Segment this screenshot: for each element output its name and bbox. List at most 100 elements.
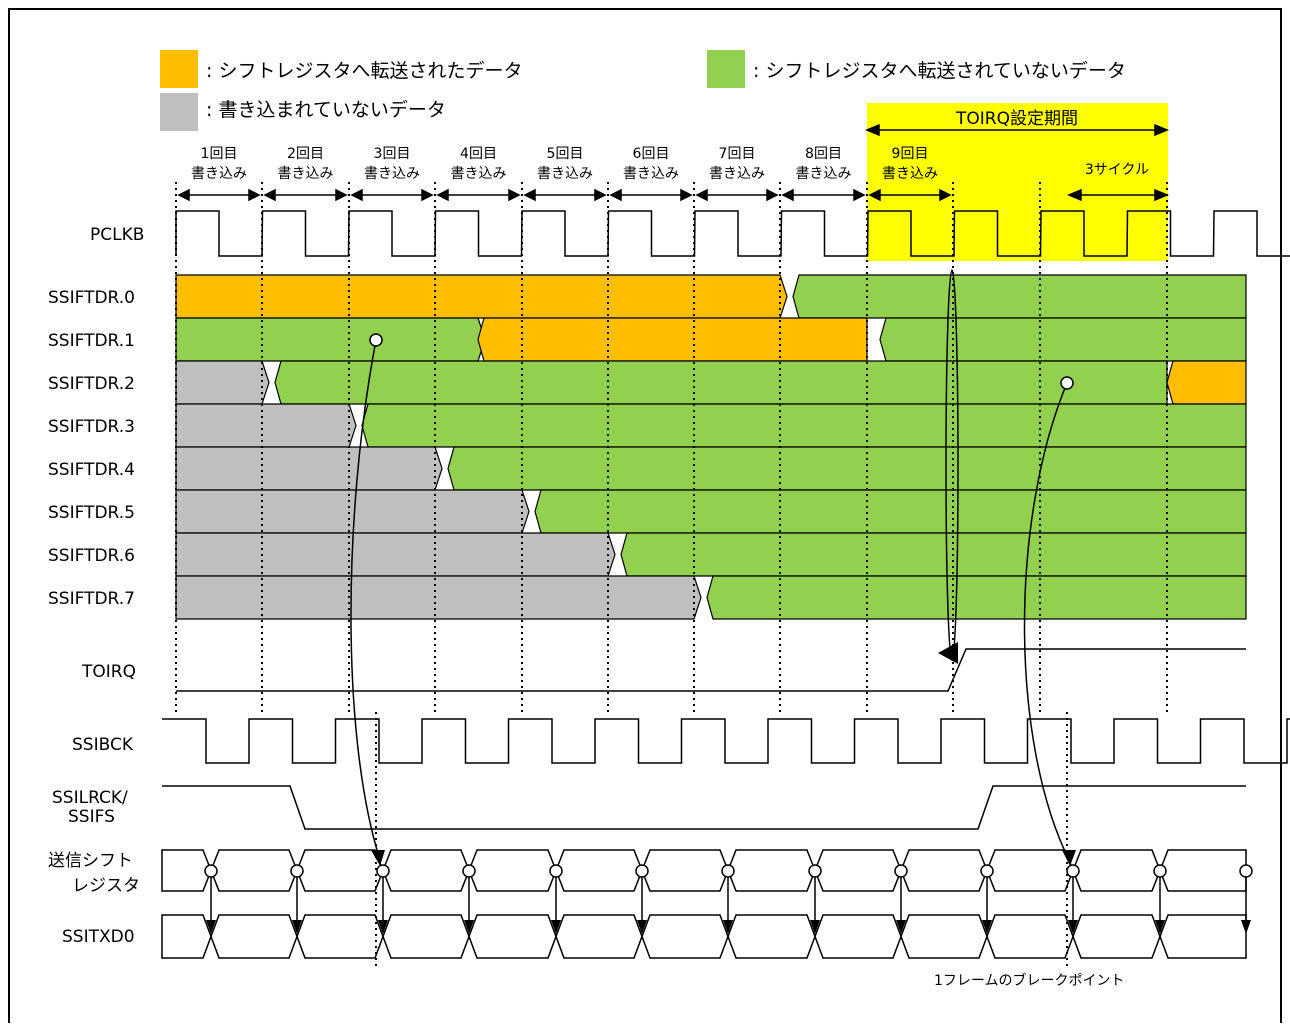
ssitxd0-label: SSITXD0: [62, 927, 135, 947]
legend-not-transferred-label: : シフトレジスタへ転送されていないデータ: [753, 60, 1126, 82]
shift-arrowhead: [292, 920, 302, 934]
write-number-label: 1回目: [201, 146, 238, 162]
ssitxd0-cell: [382, 914, 470, 959]
shift-register-label-line1: 送信シフト: [48, 851, 133, 871]
write-arrowhead-right: [421, 188, 434, 202]
write-number-label: 2回目: [287, 146, 324, 162]
ssitxd0-cell: [1159, 914, 1247, 959]
write-number-label: 9回目: [892, 146, 929, 162]
fifo-segment-not-transferred: [792, 274, 1247, 319]
shift-sample-circle: [376, 864, 390, 878]
ssibck-label: SSIBCK: [72, 735, 134, 755]
write-arrowhead-right: [248, 188, 261, 202]
write-arrowhead-right: [766, 188, 779, 202]
shift-register-cell: [900, 849, 988, 892]
fifo-row-label: SSIFTDR.4: [48, 460, 135, 480]
fifo-bars: [175, 274, 1247, 620]
transfer-curve-2: [1023, 382, 1070, 861]
legend-swatch-transferred: [160, 50, 198, 88]
write-interval-arrows: [177, 188, 952, 202]
fifo-segment-not-written: [175, 575, 702, 620]
fifo-segment-not-transferred: [361, 403, 1247, 448]
toirq-label: TOIRQ: [81, 662, 136, 682]
ssitxd0-cell: [900, 914, 988, 959]
fifo-segment-not-written: [175, 403, 357, 448]
fifo-row-label: SSIFTDR.2: [48, 374, 135, 394]
fifo-row-label: SSIFTDR.3: [48, 417, 135, 437]
shift-arrowhead: [378, 920, 388, 934]
shift-register-cell: [814, 849, 902, 892]
write-arrowhead-left: [609, 188, 622, 202]
ssilrck-waveform: [162, 785, 1246, 830]
fifo-segment-not-written: [175, 446, 443, 491]
ssitxd0-cell: [468, 914, 557, 959]
fifo-segment-not-transferred: [620, 532, 1247, 577]
write-arrowhead-left: [350, 188, 363, 202]
pclkb-label: PCLKB: [90, 225, 144, 245]
write-action-label: 書き込み: [451, 166, 507, 182]
shift-register-cell: [1072, 849, 1161, 892]
write-action-label: 書き込み: [623, 166, 679, 182]
write-arrowhead-right: [939, 188, 952, 202]
shift-sample-circle: [808, 864, 822, 878]
ssitxd0-cell: [296, 914, 384, 959]
ssitxd0-cell: [814, 914, 902, 959]
shift-register-bus: [161, 849, 1247, 892]
shift-arrowhead: [982, 920, 992, 934]
fifo-segment-not-transferred: [879, 317, 1247, 362]
fifo-segment-not-written: [175, 489, 530, 534]
fifo-segment-not-transferred: [274, 360, 1168, 405]
write-number-label: 6回目: [633, 146, 670, 162]
shift-register-cell: [727, 849, 816, 892]
ssitxd0-cell: [1072, 914, 1161, 959]
shift-arrowhead: [1241, 920, 1251, 934]
toirq-trigger-head: [938, 642, 958, 664]
write-action-label: 書き込み: [537, 166, 593, 182]
shift-arrowhead: [206, 920, 216, 934]
fifo-segment-transferred: [1166, 360, 1247, 405]
ssitxd0-cell: [555, 914, 643, 959]
diagram-frame: [8, 8, 1282, 1023]
write-arrowhead-left: [523, 188, 536, 202]
sample-circle-fifo2: [1060, 376, 1074, 390]
fifo-labels: SSIFTDR.0SSIFTDR.1SSIFTDR.2SSIFTDR.3SSIF…: [48, 288, 135, 609]
ssitxd0-cell: [986, 914, 1074, 959]
write-action-label: 書き込み: [191, 166, 247, 182]
legend-swatch-not-transferred: [707, 50, 745, 88]
ssitxd0-bus: [161, 914, 1247, 959]
shift-arrowhead: [637, 920, 647, 934]
shift-register-cell: [382, 849, 470, 892]
fifo-segment-not-transferred: [534, 489, 1247, 534]
legend-swatch-not-written: [160, 93, 198, 131]
write-number-label: 5回目: [547, 146, 584, 162]
shift-sample-circle: [635, 864, 649, 878]
shift-sample-circle: [894, 864, 908, 878]
fifo-row-label: SSIFTDR.0: [48, 288, 135, 308]
write-arrowhead-left: [695, 188, 708, 202]
shift-sample-circle: [204, 864, 218, 878]
ssitxd0-cell: [210, 914, 298, 959]
shift-sample-circle: [290, 864, 304, 878]
fifo-row-label: SSIFTDR.6: [48, 546, 135, 566]
write-arrowhead-left: [177, 188, 190, 202]
shift-register-cell: [555, 849, 643, 892]
write-arrowhead-right: [508, 188, 521, 202]
legend-transferred-label: : シフトレジスタへ転送されたデータ: [206, 60, 522, 82]
transfer-curve-1-head: [371, 850, 385, 866]
write-number-label: 8回目: [805, 146, 842, 162]
shift-sample-circle: [462, 864, 476, 878]
shift-arrowhead: [551, 920, 561, 934]
write-number-label: 3回目: [374, 146, 411, 162]
transfer-curves: [350, 269, 1076, 866]
three-cycle-arrow: [1067, 188, 1169, 202]
fifo-segment-not-written: [175, 360, 270, 405]
shift-sample-circle: [1153, 864, 1167, 878]
shift-to-txd-arrows: [204, 864, 1253, 934]
write-boundary-lines: [175, 182, 1168, 968]
shift-register-cell: [296, 849, 384, 892]
fifo-segment-not-transferred: [706, 575, 1247, 620]
write-number-label: 4回目: [460, 146, 497, 162]
shift-register-cell: [210, 849, 298, 892]
write-number-label: 7回目: [719, 146, 756, 162]
write-arrowhead-right: [853, 188, 866, 202]
